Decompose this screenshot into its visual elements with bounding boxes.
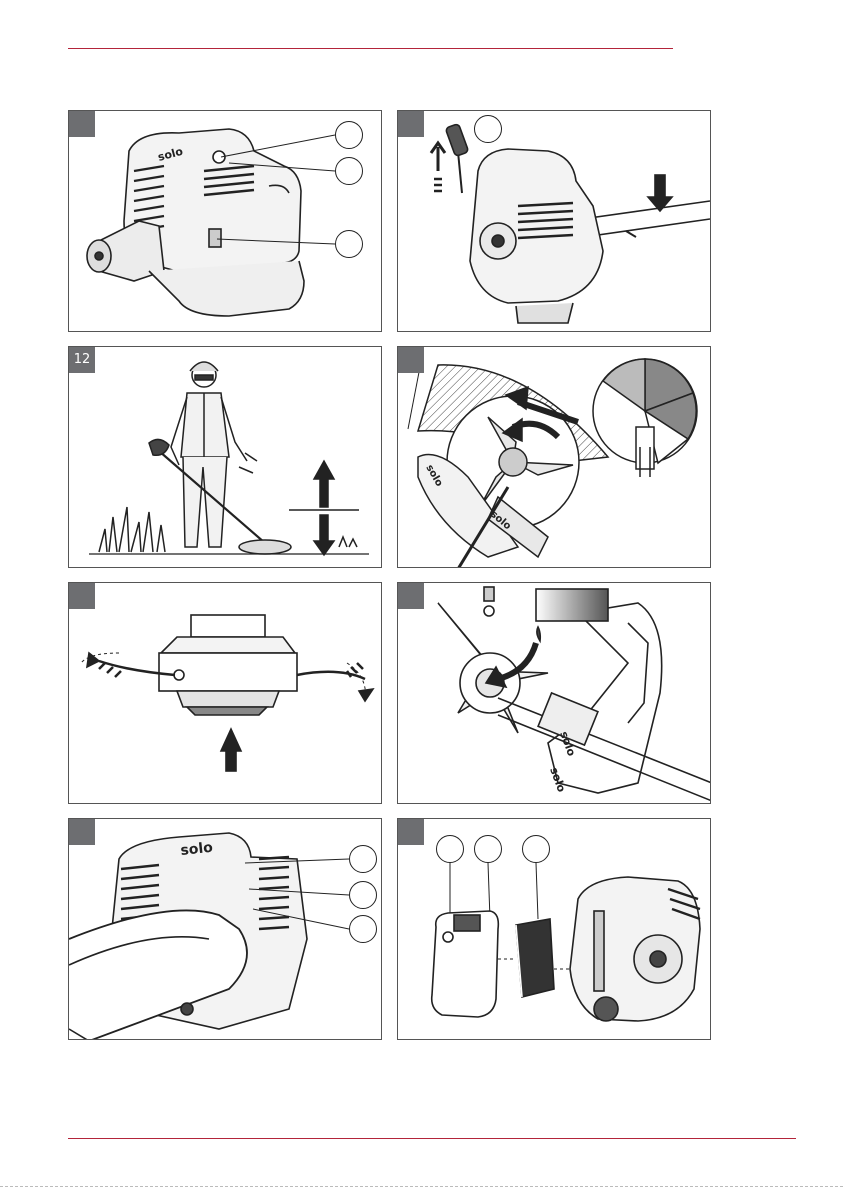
callout-circle <box>349 915 377 943</box>
operator-illustration <box>69 347 382 568</box>
trim-line <box>0 1186 843 1187</box>
figure-air-filter-parts <box>397 818 711 1040</box>
figure-tag <box>398 111 424 137</box>
callout-circle <box>335 157 363 185</box>
callout-circle <box>436 835 464 863</box>
callout-circle <box>474 835 502 863</box>
figure-spark-plug-tool <box>397 110 711 332</box>
gear-lubrication-illustration: solo solo <box>398 583 711 804</box>
figure-trimmer-head-line <box>68 582 382 804</box>
figure-gear-lubrication: solo solo <box>397 582 711 804</box>
figure-tag <box>398 347 424 373</box>
svg-text:solo: solo <box>180 840 214 859</box>
footer-rule <box>68 1138 796 1139</box>
callout-circle <box>335 121 363 149</box>
blower-engine-illustration: solo <box>69 819 382 1040</box>
figure-cutting-zone: solo solo <box>397 346 711 568</box>
callout-circle <box>349 881 377 909</box>
callout-circle <box>335 230 363 258</box>
callout-circle <box>349 845 377 873</box>
callout-circle <box>474 115 502 143</box>
callout-circle <box>522 835 550 863</box>
figure-tag <box>398 583 424 609</box>
figure-tag <box>69 583 95 609</box>
cutting-zone-illustration: solo solo <box>398 347 711 568</box>
trimmer-head-illustration <box>69 583 382 804</box>
figure-tag <box>69 819 95 845</box>
figure-tag <box>69 111 95 137</box>
figure-tag: 12 <box>69 347 95 373</box>
figure-tag <box>398 819 424 845</box>
figure-engine-callouts: solo <box>68 110 382 332</box>
spark-plug-illustration <box>398 111 711 332</box>
header-rule <box>68 48 673 49</box>
figure-blower-engine-callouts: solo <box>68 818 382 1040</box>
figure-operator-stance: 12 <box>68 346 382 568</box>
engine-illustration: solo <box>69 111 382 332</box>
